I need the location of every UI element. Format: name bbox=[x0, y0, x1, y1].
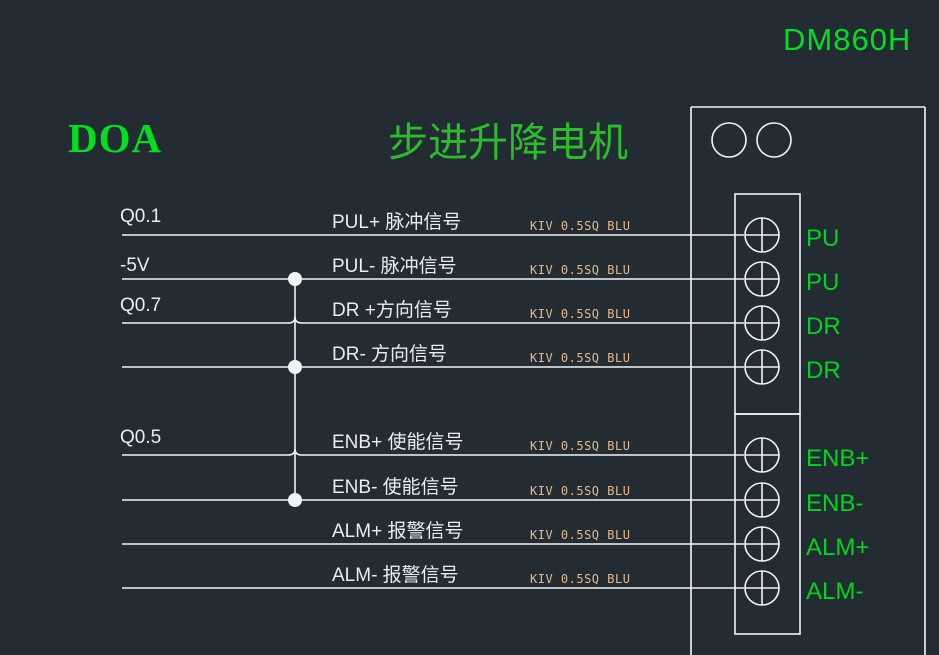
signal-label-row-5: ENB+ 使能信号 bbox=[332, 432, 464, 453]
terminal-screw-3 bbox=[744, 305, 780, 341]
terminal-screw-7 bbox=[744, 526, 780, 562]
terminal-label-8: ALM- bbox=[806, 578, 864, 605]
junction-dot-minus5v bbox=[288, 272, 302, 286]
terminal-screw-6 bbox=[744, 482, 780, 518]
signal-label-row-8: ALM- 报警信号 bbox=[332, 565, 459, 586]
signal-label-row-1: PUL+ 脉冲信号 bbox=[332, 212, 462, 233]
terminal-label-5: ENB+ bbox=[806, 445, 870, 472]
signal-label-row-4: DR- 方向信号 bbox=[332, 344, 448, 365]
terminal-label-1: PU bbox=[806, 225, 840, 252]
terminal-screw-1 bbox=[744, 217, 780, 253]
source-label-row-5: Q0.5 bbox=[120, 427, 162, 448]
wire-spec-row-4: KIV 0.5SQ BLU bbox=[530, 351, 631, 365]
page-title-right: DM860H bbox=[783, 22, 912, 57]
terminal-screw-5 bbox=[744, 437, 780, 473]
signal-label-row-6: ENB- 使能信号 bbox=[332, 477, 459, 498]
terminal-label-3: DR bbox=[806, 313, 841, 340]
terminal-label-6: ENB- bbox=[806, 490, 864, 517]
wire-spec-row-5: KIV 0.5SQ BLU bbox=[530, 439, 631, 453]
terminal-label-4: DR bbox=[806, 357, 841, 384]
wire-spec-row-6: KIV 0.5SQ BLU bbox=[530, 484, 631, 498]
terminal-block-lower bbox=[734, 413, 801, 635]
led-indicator-2 bbox=[756, 122, 792, 158]
wire-spec-row-3: KIV 0.5SQ BLU bbox=[530, 307, 631, 321]
junction-dot-dr-neg bbox=[288, 360, 302, 374]
source-label-row-3: Q0.7 bbox=[120, 295, 162, 316]
terminal-screw-8 bbox=[744, 570, 780, 606]
wire-spec-row-7: KIV 0.5SQ BLU bbox=[530, 528, 631, 542]
source-label-row-1: Q0.1 bbox=[120, 206, 162, 227]
page-title-center: 步进升降电机 bbox=[388, 120, 628, 166]
page-title-left: DOA bbox=[68, 115, 163, 161]
source-label-row-2: -5V bbox=[120, 255, 150, 276]
junction-dot-enb-neg bbox=[288, 493, 302, 507]
wire-spec-row-1: KIV 0.5SQ BLU bbox=[530, 219, 631, 233]
signal-label-row-3: DR +方向信号 bbox=[332, 300, 452, 321]
wire-spec-row-8: KIV 0.5SQ BLU bbox=[530, 572, 631, 586]
signal-label-row-2: PUL- 脉冲信号 bbox=[332, 256, 457, 277]
terminal-label-7: ALM+ bbox=[806, 534, 870, 561]
signal-label-row-7: ALM+ 报警信号 bbox=[332, 521, 464, 542]
terminal-screw-4 bbox=[744, 349, 780, 385]
terminal-label-2: PU bbox=[806, 269, 840, 296]
terminal-screw-2 bbox=[744, 261, 780, 297]
wire-spec-row-2: KIV 0.5SQ BLU bbox=[530, 263, 631, 277]
led-indicator-1 bbox=[711, 122, 747, 158]
